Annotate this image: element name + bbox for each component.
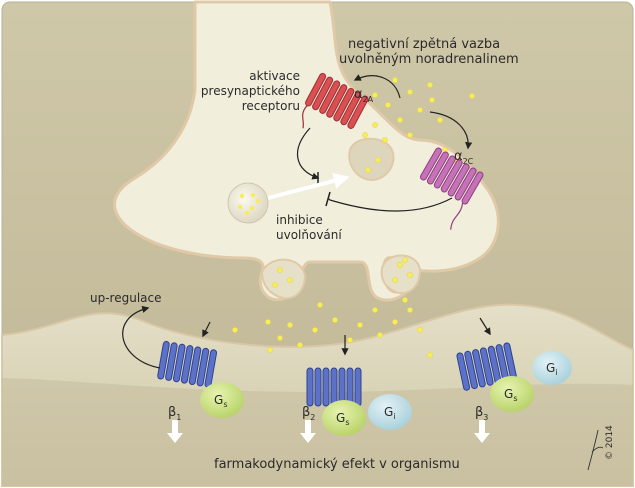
alpha2a-symbol: α <box>354 87 363 102</box>
inhibition-label-line2: uvolňování <box>276 228 342 242</box>
feedback-arrow-alpha2a <box>353 74 401 99</box>
gi-protein-beta3 <box>532 351 572 385</box>
beta3-symbol: β <box>475 405 483 420</box>
gs-protein-beta1 <box>200 382 244 418</box>
alpha2c-label: α2C <box>454 149 474 166</box>
alpha2c-subscript: 2C <box>463 157 474 166</box>
vesicle-fusion-right <box>380 254 422 295</box>
gs-label-beta3: Gs <box>504 387 517 403</box>
noradrenaline-molecules <box>232 77 475 358</box>
signature-mark <box>587 429 604 471</box>
terminal-notch <box>348 137 395 182</box>
alpha2a-label: α2A <box>354 87 374 104</box>
binding-arrow-beta3 <box>479 317 491 336</box>
alpha2a-subscript: 2A <box>363 95 374 104</box>
gi-symbol-beta3: G <box>546 361 555 375</box>
beta1-symbol: β <box>168 405 176 420</box>
effect-label: farmakodynamický efekt v organismu <box>214 457 460 472</box>
gi-protein-beta2 <box>368 394 412 430</box>
beta3-receptor <box>456 342 518 391</box>
gs-protein-beta3 <box>490 376 534 412</box>
activation-label-line3: receptoru <box>242 99 300 113</box>
gs-subscript-beta1: s <box>223 400 227 409</box>
release-arrow <box>267 173 350 200</box>
gi-subscript-beta3: i <box>555 368 557 377</box>
effect-arrow-beta2 <box>300 420 316 443</box>
beta1-receptor <box>157 340 218 388</box>
inhibition-curve-alpha2a <box>296 127 320 180</box>
alpha2c-symbol: α <box>454 149 463 164</box>
feedback-label-line2: uvolněným noradrenalinem <box>339 52 519 67</box>
synaptic-vesicle <box>227 182 269 224</box>
inhibition-bar-line-2 <box>325 191 331 207</box>
vesicle-fusion-left <box>260 258 307 300</box>
beta2-label: β2 <box>302 405 315 422</box>
beta2-subscript: 2 <box>310 413 315 422</box>
gs-subscript-beta2: s <box>345 418 349 427</box>
effect-arrow-beta1 <box>167 420 183 443</box>
copyright-label: © 2014 <box>605 425 615 460</box>
activation-label-line1: aktivace <box>249 69 300 83</box>
upregulation-label: up-regulace <box>90 291 162 305</box>
beta3-subscript: 3 <box>483 413 488 422</box>
gs-symbol-beta1: G <box>214 393 223 407</box>
beta1-label: β1 <box>168 405 181 422</box>
inhibition-curve-alpha2c <box>327 197 453 212</box>
inhibition-label-line1: inhibice <box>276 213 323 227</box>
gi-symbol-beta2: G <box>384 405 393 419</box>
gi-label-beta2: Gi <box>384 405 396 421</box>
gi-subscript-beta2: i <box>393 412 395 421</box>
gs-label-beta2: Gs <box>336 411 349 427</box>
beta2-symbol: β <box>302 405 310 420</box>
gs-symbol-beta3: G <box>504 387 513 401</box>
beta2-receptor <box>306 367 362 407</box>
gi-label-beta3: Gi <box>546 361 558 377</box>
effect-arrow-beta3 <box>474 420 490 443</box>
gs-subscript-beta3: s <box>513 394 517 403</box>
gs-symbol-beta2: G <box>336 411 345 425</box>
activation-label-line2: presynaptického <box>201 84 300 98</box>
upregulation-arrow <box>122 305 161 369</box>
beta3-label: β3 <box>475 405 488 422</box>
feedback-arrow-alpha2c <box>429 111 473 150</box>
gs-protein-beta2 <box>322 400 366 436</box>
alpha2a-receptor <box>302 72 369 129</box>
beta1-subscript: 1 <box>176 413 181 422</box>
postsynaptic-lower-band <box>2 378 633 486</box>
alpha2c-receptor <box>419 147 484 230</box>
binding-arrow-beta1 <box>202 321 211 338</box>
feedback-label-line1: negativní zpětná vazba <box>348 37 500 52</box>
gs-label-beta1: Gs <box>214 393 227 409</box>
